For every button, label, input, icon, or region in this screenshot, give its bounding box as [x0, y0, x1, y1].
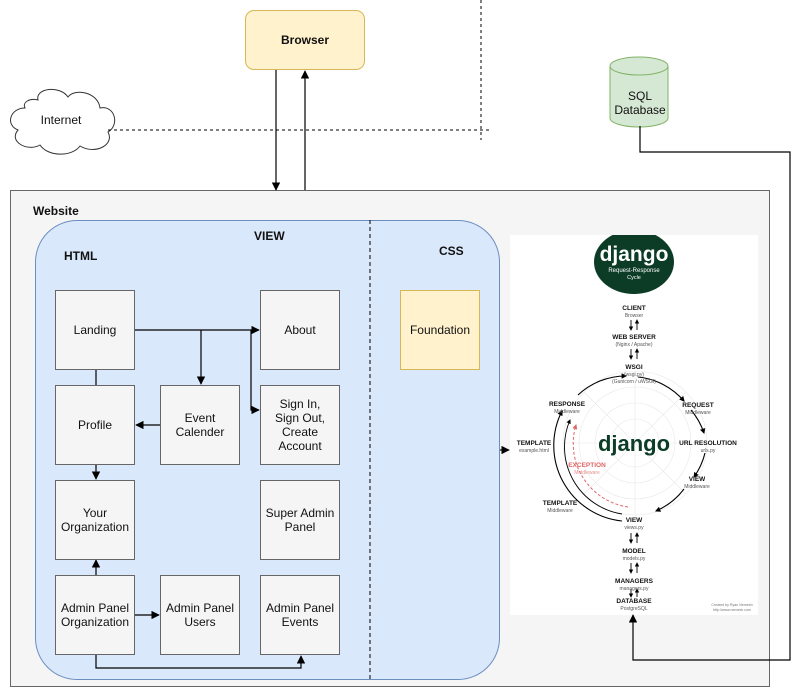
django-center-logo: django: [598, 431, 670, 456]
template-left-stage: TEMPLATE: [543, 500, 578, 507]
svg-text:Middleware: Middleware: [554, 409, 580, 415]
response-stage: RESPONSE: [549, 401, 586, 408]
html-label: HTML: [64, 249, 98, 263]
profile-page[interactable]: Profile: [55, 385, 135, 465]
svg-text:(Gunicorn / uWSGI): (Gunicorn / uWSGI): [612, 379, 656, 385]
django-logo-text: django: [600, 243, 669, 266]
landing-page[interactable]: Landing: [55, 290, 135, 370]
svg-text:views.py: views.py: [624, 525, 644, 531]
svg-text:Middleware: Middleware: [547, 508, 573, 514]
admin-panel-events-page[interactable]: Admin Panel Events: [260, 575, 340, 655]
svg-text:PostgreSQL: PostgreSQL: [620, 606, 647, 612]
model-stage: MODEL: [622, 548, 646, 555]
wsgi-stage: WSGI: [625, 364, 643, 371]
svg-text:(wsgi.py): (wsgi.py): [624, 372, 644, 378]
client-stage: CLIENT: [622, 305, 646, 312]
view-label: VIEW: [254, 229, 285, 243]
svg-text:Middleware: Middleware: [684, 484, 710, 490]
about-page[interactable]: About: [260, 290, 340, 370]
event-calender-page[interactable]: Event Calender: [160, 385, 240, 465]
svg-text:example.html: example.html: [519, 448, 549, 454]
view-middleware-stage: VIEW: [689, 476, 706, 483]
svg-text:urls.py: urls.py: [701, 448, 716, 454]
sign-in-page[interactable]: Sign In, Sign Out, Create Account: [260, 385, 340, 465]
css-label: CSS: [439, 244, 464, 258]
url-resolution-stage: URL RESOLUTION: [679, 440, 737, 447]
exception-arc: [572, 424, 629, 508]
super-admin-panel-page[interactable]: Super Admin Panel: [260, 480, 340, 560]
foundation-node[interactable]: Foundation: [400, 290, 480, 370]
database-label: SQL Database: [614, 89, 666, 117]
database-stage: DATABASE: [616, 598, 652, 605]
svg-text:models.py: models.py: [623, 556, 646, 562]
managers-stage: MANAGERS: [615, 578, 654, 585]
svg-text:Middleware: Middleware: [574, 470, 600, 476]
browser-node[interactable]: Browser: [245, 10, 365, 70]
internet-label: Internet: [40, 113, 82, 127]
svg-text:http://www.nemesh.com: http://www.nemesh.com: [713, 608, 751, 612]
svg-text:(Nginx / Apache): (Nginx / Apache): [616, 342, 653, 348]
svg-text:managers.py: managers.py: [620, 586, 649, 592]
svg-text:Request-Response: Request-Response: [608, 268, 660, 274]
svg-text:Created by Ryan Nemesh: Created by Ryan Nemesh: [711, 603, 752, 607]
exception-stage: EXCEPTION: [568, 462, 606, 469]
your-organization-page[interactable]: Your Organization: [55, 480, 135, 560]
request-stage: REQUEST: [682, 402, 713, 409]
svg-text:Middleware: Middleware: [685, 410, 711, 416]
django-cycle-diagram: django Request-Response Cycle CLIENT Bro: [510, 235, 758, 615]
view-stage: VIEW: [626, 517, 643, 524]
admin-panel-organization-page[interactable]: Admin Panel Organization: [55, 575, 135, 655]
svg-text:Browser: Browser: [625, 313, 644, 319]
website-label: Website: [33, 204, 79, 218]
svg-text:Cycle: Cycle: [627, 275, 641, 281]
template-top-stage: TEMPLATE: [517, 440, 552, 447]
admin-panel-users-page[interactable]: Admin Panel Users: [160, 575, 240, 655]
web-server-stage: WEB SERVER: [612, 334, 656, 341]
